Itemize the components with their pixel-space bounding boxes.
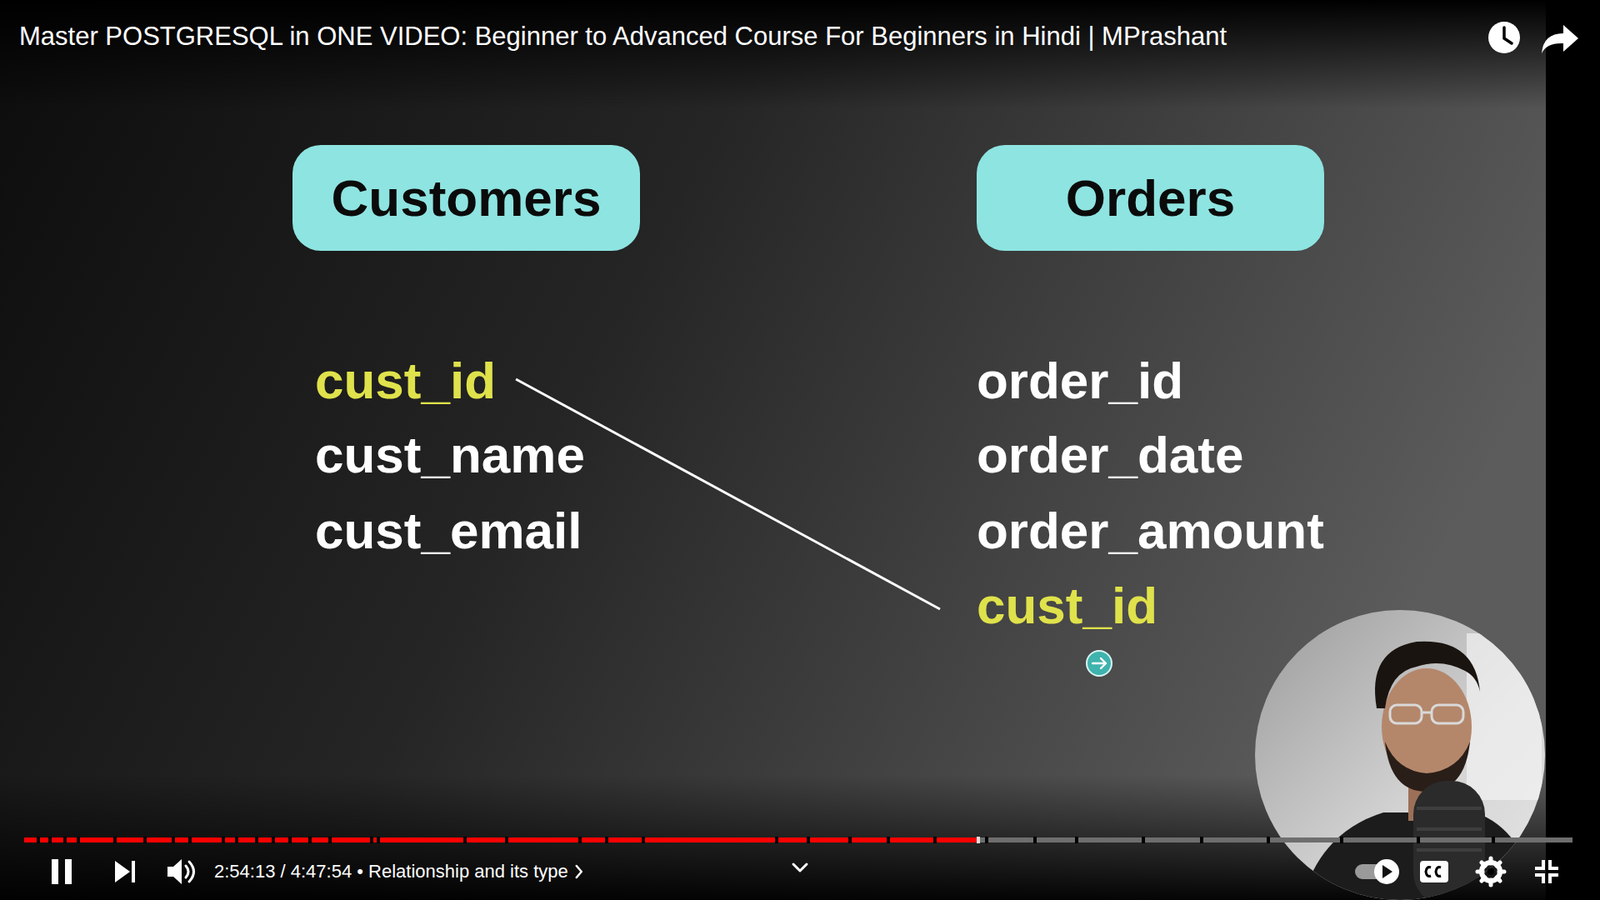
exit-fullscreen-icon — [1535, 860, 1559, 884]
side-strip — [1545, 0, 1600, 900]
chapter-gaps — [36, 836, 1495, 844]
settings-gear — [1477, 858, 1505, 885]
pause-icon — [51, 859, 59, 885]
table-header: Orders — [976, 145, 1325, 251]
player-controls — [51, 858, 1559, 885]
progress-bar — [24, 836, 1573, 844]
video-title: Master POSTGRESQL in ONE VIDEO: Beginner… — [19, 20, 1227, 53]
table-name: Orders — [1065, 168, 1235, 228]
column-name: cust_name — [313, 424, 587, 486]
relationship-line — [515, 379, 940, 610]
column-label: cust_name — [313, 424, 587, 486]
share-icon — [1541, 25, 1579, 54]
column-label: order_id — [975, 350, 1185, 412]
chevron-down — [793, 864, 807, 871]
next-icon — [115, 860, 130, 883]
column-name: order_id — [975, 350, 1185, 412]
column-label: order_amount — [975, 500, 1326, 562]
cursor-marker — [1086, 650, 1112, 676]
volume-waves — [185, 861, 195, 882]
autoplay-toggle — [1355, 859, 1400, 885]
column-label: cust_id — [975, 575, 1160, 637]
table-header: Customers — [292, 145, 640, 251]
column-label: cust_email — [313, 500, 585, 562]
cc-icon — [1420, 860, 1449, 883]
next-icon — [131, 860, 135, 883]
table-name: Customers — [331, 168, 602, 228]
column-name: cust_id — [975, 575, 1160, 637]
chapter-chevron — [576, 865, 582, 878]
pause-icon — [65, 859, 72, 885]
column-name: cust_id — [313, 350, 498, 412]
volume-icon — [167, 859, 182, 885]
watch-later-icon — [1488, 21, 1520, 54]
column-name: cust_email — [313, 500, 585, 562]
column-label: order_date — [975, 424, 1245, 486]
webcam-bubble — [1250, 608, 1550, 900]
column-name: order_date — [975, 424, 1245, 486]
column-label: cust_id — [313, 350, 498, 412]
top-shade — [0, 0, 1600, 109]
time-chapter-label: 2:54:13 / 4:47:54 • Relationship and its… — [214, 860, 569, 884]
column-name: order_amount — [975, 500, 1326, 562]
